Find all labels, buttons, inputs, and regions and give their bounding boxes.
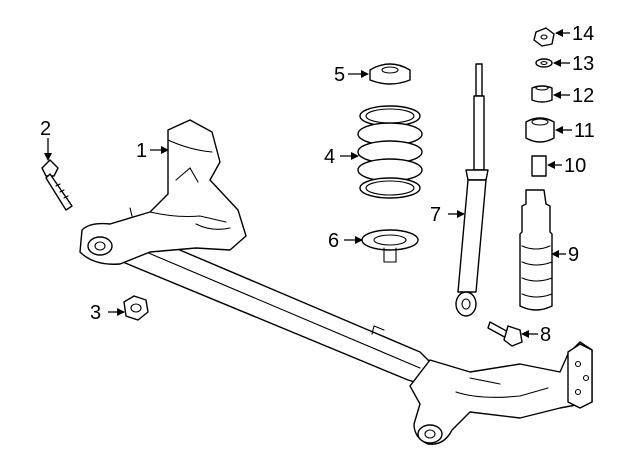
- nut: [123, 295, 149, 321]
- axle-beam: [79, 119, 593, 445]
- callout-1: 1: [136, 140, 147, 162]
- washer: [535, 58, 553, 68]
- upper-spring-insulator: [369, 63, 411, 85]
- callout-9: 9: [568, 244, 579, 266]
- lower-spring-insulator: [361, 229, 419, 263]
- top-nut: [533, 27, 555, 47]
- callout-10: 10: [564, 155, 586, 177]
- callout-7: 7: [430, 204, 441, 226]
- coil-spring: [357, 105, 423, 199]
- shock-bolt: [487, 321, 523, 347]
- bolt: [41, 159, 73, 211]
- callout-5: 5: [334, 64, 345, 86]
- callout-13: 13: [572, 53, 594, 75]
- lower-bushing: [531, 85, 553, 103]
- callout-14: 14: [572, 23, 594, 45]
- upper-bushing: [525, 117, 555, 143]
- callout-4: 4: [324, 146, 335, 168]
- callout-3: 3: [90, 302, 101, 324]
- callout-leaders: [44, 29, 572, 338]
- shock-absorber: [455, 63, 489, 317]
- callout-8: 8: [540, 324, 551, 346]
- callout-11: 11: [574, 120, 595, 142]
- callout-labels: 1 2 3 4 5 6 7 8 9 10 11 12 13 14: [40, 23, 595, 346]
- dust-boot: [519, 189, 553, 311]
- callout-12: 12: [572, 85, 594, 107]
- callout-2: 2: [40, 118, 51, 140]
- bump-stop: [531, 155, 547, 177]
- callout-6: 6: [328, 230, 339, 252]
